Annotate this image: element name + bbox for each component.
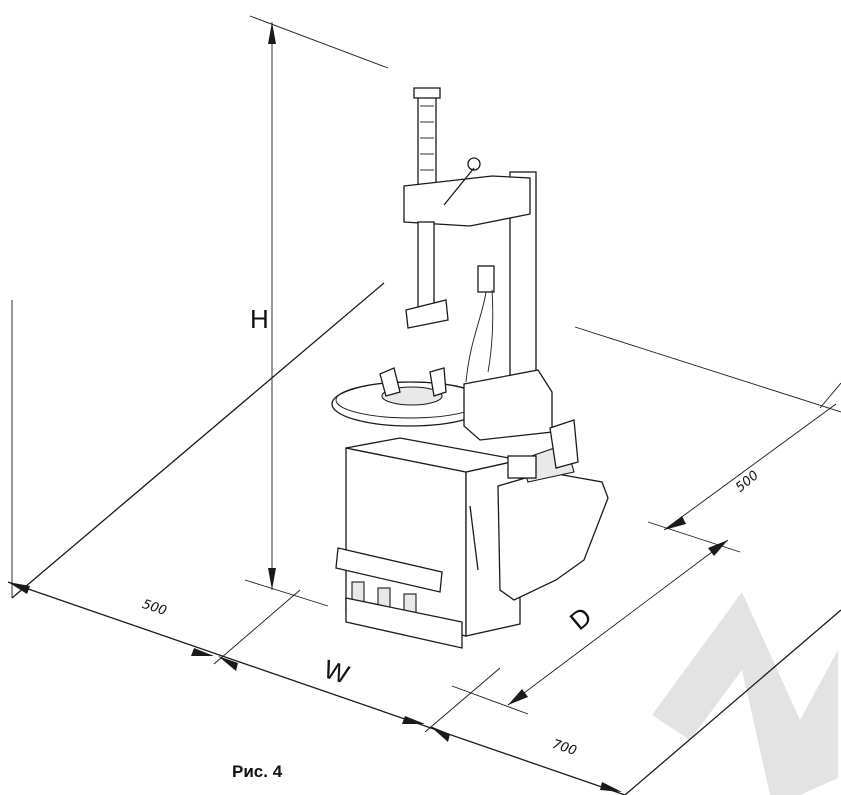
- front-clearance-label: 700: [550, 737, 578, 759]
- left-clearance-label: 500: [140, 597, 168, 619]
- watermark-logo: [652, 592, 838, 795]
- width-label: W: [320, 654, 353, 690]
- figure-caption: Рис. 4: [232, 762, 283, 781]
- depth-dimension: [451, 521, 741, 715]
- right-clearance-label: 500: [733, 468, 762, 495]
- tire-changer-machine: [331, 87, 609, 649]
- width-dimension: [8, 582, 622, 792]
- height-dimension: [244, 15, 389, 607]
- depth-label: D: [564, 601, 598, 636]
- right-clearance-dimension: [663, 403, 837, 531]
- height-label: H: [250, 304, 269, 334]
- floor-outline: [7, 282, 841, 795]
